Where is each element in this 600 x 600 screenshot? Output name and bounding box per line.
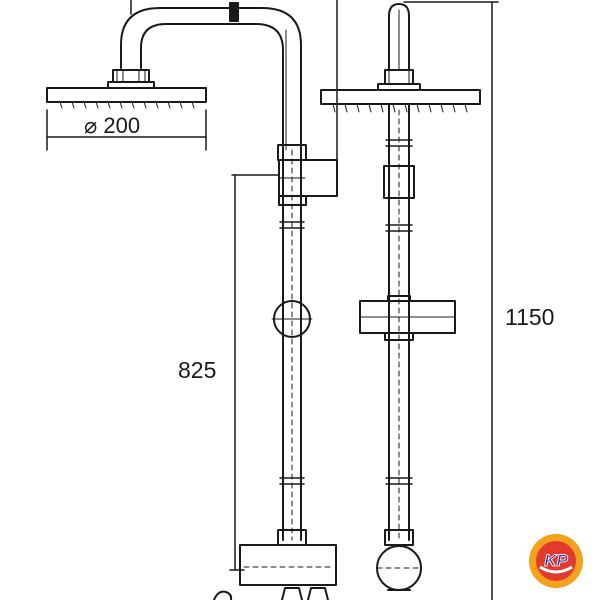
wall-bracket-front <box>383 165 415 199</box>
head-diameter-label: ⌀ 200 <box>84 113 141 138</box>
logo-text: KP <box>544 551 568 570</box>
side-view <box>46 0 338 600</box>
shower-head-front <box>320 89 481 105</box>
gooseneck-arm <box>120 7 302 151</box>
height-825-label: 825 <box>178 357 217 383</box>
riser-pipe <box>282 149 302 541</box>
mixer-body <box>239 544 337 586</box>
mixer-handle-right <box>307 587 329 600</box>
mixer-handle-left <box>213 590 233 600</box>
head-connector <box>112 69 150 83</box>
height-1150-label: 1150 <box>505 304 555 330</box>
kp-logo: KP <box>529 534 583 588</box>
hand-shower-holder <box>359 300 456 334</box>
front-view <box>320 1 499 600</box>
mixer-outlet <box>281 587 303 600</box>
shower-head <box>46 87 207 103</box>
